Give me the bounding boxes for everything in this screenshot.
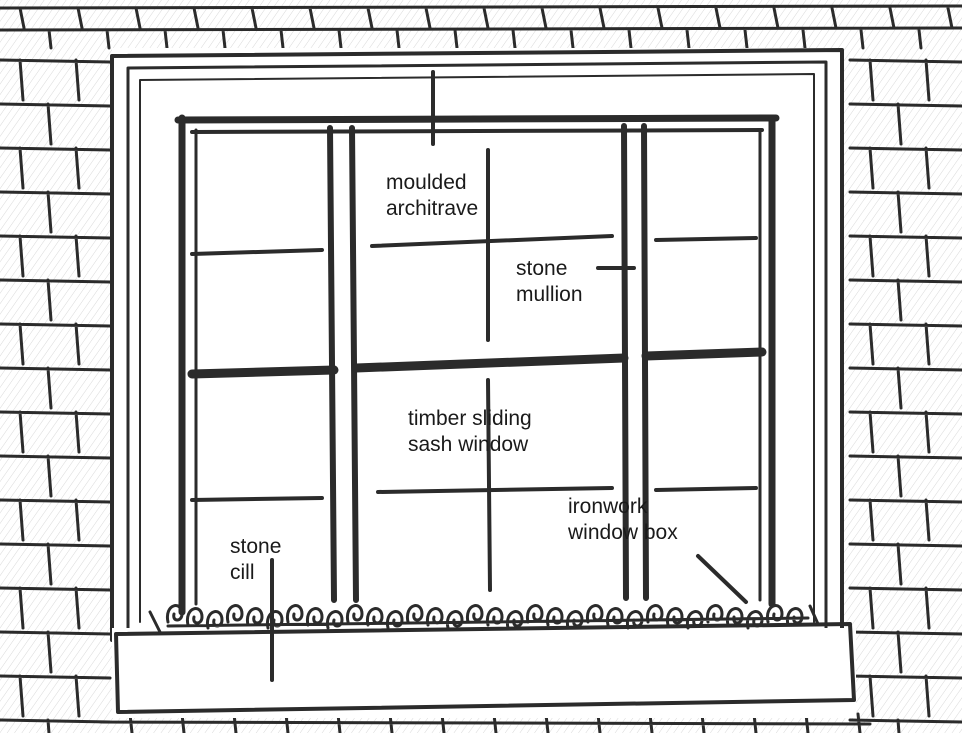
label-timber-sliding-sash-window: timber sliding sash window [408, 406, 532, 458]
label-line: stone [230, 534, 281, 560]
label-line: ironwork [568, 494, 678, 520]
label-ironwork-window-box: ironwork window box [568, 494, 678, 546]
label-line: sash window [408, 432, 532, 458]
label-line: stone [516, 256, 583, 282]
label-line: timber sliding [408, 406, 532, 432]
label-stone-mullion: stone mullion [516, 256, 583, 308]
label-stone-cill: stone cill [230, 534, 281, 586]
label-line: cill [230, 560, 281, 586]
label-line: mullion [516, 282, 583, 308]
label-line: window box [568, 520, 678, 546]
label-moulded-architrave: moulded architrave [386, 170, 478, 222]
label-line: architrave [386, 196, 478, 222]
label-line: moulded [386, 170, 478, 196]
